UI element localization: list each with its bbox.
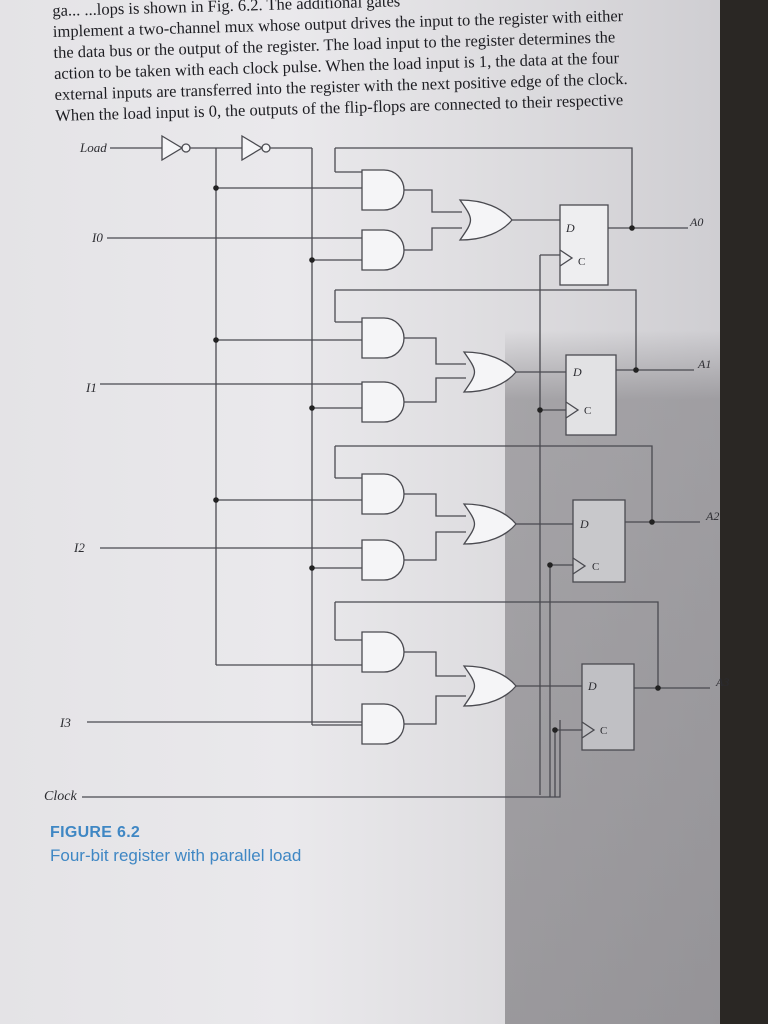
and-gate [361, 169, 405, 211]
and-gate [361, 317, 405, 359]
output-label-2: A2 [705, 509, 719, 523]
output-label-0: A0 [689, 215, 703, 229]
input-label-0: I0 [91, 230, 103, 245]
and-gate [361, 703, 405, 745]
ff-d-label: D [579, 517, 589, 531]
and-gate [361, 539, 405, 581]
ff-d-label: D [587, 679, 597, 693]
load-label: Load [79, 140, 107, 155]
and-gate [361, 631, 405, 673]
ff-d-label: D [572, 365, 582, 379]
ff-c-label: C [600, 725, 607, 737]
buffer-1-bubble [181, 143, 191, 153]
flip-flop-0 [559, 204, 609, 286]
junction-dots [213, 185, 661, 733]
flip-flop-1 [565, 354, 617, 436]
or-gate [463, 351, 517, 393]
or-gate [463, 665, 517, 707]
figure-caption: Four-bit register with parallel load [50, 846, 302, 865]
input-label-2: I2 [73, 540, 85, 555]
ff-c-label: C [592, 561, 599, 573]
buffer-2 [241, 134, 264, 162]
input-label-3: I3 [59, 715, 71, 730]
flip-flop-3 [581, 663, 635, 751]
clock-wire [82, 720, 561, 798]
output-label-1: A1 [697, 357, 711, 371]
and-gate [361, 229, 405, 271]
figure-number: FIGURE 6.2 [50, 824, 141, 841]
clock-label: Clock [44, 789, 77, 804]
input-label-1: I1 [85, 380, 97, 395]
and-gate [361, 473, 405, 515]
or-gate [463, 503, 517, 545]
or-gate [459, 199, 513, 241]
ff-d-label: D [565, 221, 575, 235]
output-label-3: A3 [715, 675, 729, 689]
buffer-2-bubble [261, 143, 271, 153]
buffer-1 [161, 134, 184, 162]
ff-c-label: C [578, 256, 585, 268]
ff-c-label: C [584, 405, 591, 417]
and-gate [361, 381, 405, 423]
